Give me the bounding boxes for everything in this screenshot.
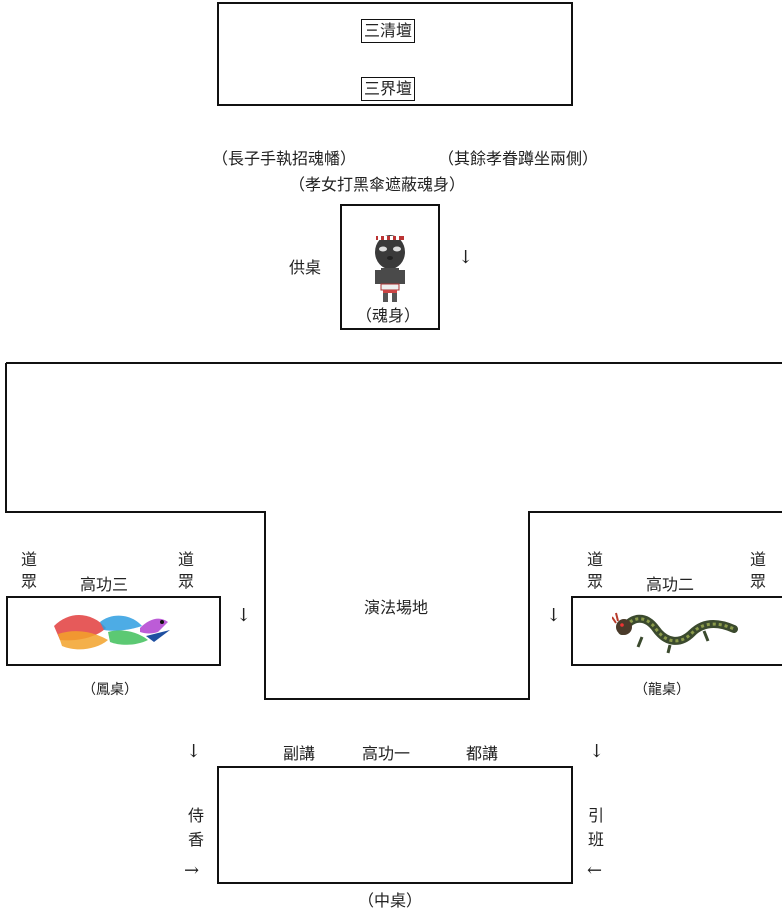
dragon-table-caption: （龍桌） bbox=[634, 682, 690, 698]
fujiang-label: 副講 bbox=[283, 744, 316, 763]
dragon-table-box bbox=[571, 596, 782, 666]
center-table-box bbox=[217, 766, 573, 884]
phoenix-down-arrow: ↓ bbox=[236, 605, 252, 626]
center-top-right-arrow: ↓ bbox=[589, 741, 605, 762]
dragon-icon bbox=[612, 612, 738, 654]
dujiang-label: 都講 bbox=[466, 744, 499, 763]
dragon-left-daozhong: 道眾 bbox=[586, 550, 603, 591]
phoenix-left-daozhong: 道眾 bbox=[20, 550, 37, 591]
ritual-area-label: 演法場地 bbox=[364, 598, 429, 617]
daughter-umbrella-note: （孝女打黑傘遮蔽魂身） bbox=[289, 175, 466, 194]
other-mourners-note: （其餘孝眷蹲坐兩側） bbox=[438, 149, 599, 168]
center-table-caption: （中桌） bbox=[358, 891, 423, 910]
center-bottom-left-arrow: → bbox=[184, 860, 200, 881]
phoenix-icon bbox=[54, 614, 170, 650]
phoenix-gaogong-label: 高功三 bbox=[80, 575, 129, 594]
gaogong-one-label: 高功一 bbox=[362, 744, 411, 763]
center-top-left-arrow: ↓ bbox=[186, 741, 202, 762]
offering-table-label: 供桌 bbox=[289, 258, 322, 277]
dragon-gaogong-label: 高功二 bbox=[646, 575, 695, 594]
dragon-right-daozhong: 道眾 bbox=[749, 550, 766, 591]
offering-down-arrow: ↓ bbox=[458, 247, 474, 268]
yinban-label: 引班 bbox=[587, 806, 604, 849]
center-bottom-right-arrow: ← bbox=[587, 860, 603, 881]
sanjie-altar-label: 三界壇 bbox=[361, 77, 416, 101]
sanqing-altar-label: 三清壇 bbox=[361, 19, 416, 43]
soul-body-caption: （魂身） bbox=[356, 306, 421, 325]
soul-effigy-figure bbox=[375, 235, 405, 302]
phoenix-table-caption: （鳳桌） bbox=[82, 682, 138, 698]
eldest-son-note: （長子手執招魂幡） bbox=[212, 149, 357, 168]
shixiang-label: 侍香 bbox=[187, 806, 204, 849]
dragon-down-arrow: ↓ bbox=[546, 605, 562, 626]
phoenix-right-daozhong: 道眾 bbox=[177, 550, 194, 591]
